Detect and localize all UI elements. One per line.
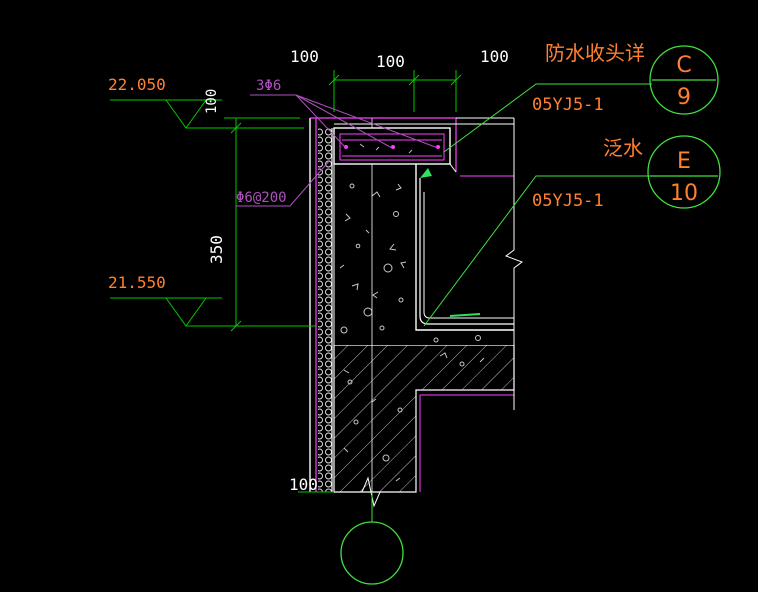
bubble-number-2: 10	[670, 181, 698, 206]
flashing-green	[420, 168, 432, 178]
callout-title-1: 防水收头详	[545, 41, 645, 65]
inner-plaster-line	[419, 178, 514, 325]
rebar-leaders	[236, 94, 439, 207]
detail-bubble-1	[649, 45, 719, 115]
rebar-dot-1	[344, 145, 348, 149]
coping	[310, 117, 514, 317]
cap-drip	[449, 163, 457, 173]
dim-bottom: 100	[289, 475, 318, 494]
flashing-strip	[449, 313, 481, 317]
elevation-lower: 21.550	[108, 273, 166, 292]
rebar-bars-label: 3Φ6	[256, 78, 281, 94]
insulation-layer	[318, 128, 332, 492]
concrete-speckle	[339, 183, 485, 482]
bubble-letter-2: E	[677, 149, 691, 174]
callout-title-2: 泛水	[603, 136, 643, 160]
dimensions	[110, 70, 462, 493]
rebar-stirrups-label: Φ6@200	[236, 190, 287, 206]
dim-top-left: 100	[290, 47, 319, 66]
lower-wall-hatched	[333, 344, 515, 493]
coping-beam-inner	[339, 133, 445, 161]
bubble-letter-1: C	[676, 53, 691, 78]
axis-bubble	[340, 521, 404, 585]
structure	[309, 118, 515, 493]
callout-ref-1: 05YJ5-1	[532, 95, 604, 115]
callout-ref-2: 05YJ5-1	[532, 191, 604, 211]
detail-bubble-2	[647, 135, 721, 209]
rebar-dot-2	[391, 145, 395, 149]
callout-leaders	[423, 83, 652, 327]
break-line-bottom	[340, 476, 416, 508]
dim-top-right: 100	[480, 47, 509, 66]
elevation-upper: 22.050	[108, 75, 166, 94]
inner-plaster-line-2	[423, 192, 514, 319]
break-line-right	[504, 118, 524, 410]
dim-top-mid: 100	[376, 52, 405, 71]
parapet-concrete	[334, 163, 514, 345]
bubble-number-1: 9	[677, 85, 691, 110]
dim-vertical-main: 350	[207, 235, 226, 264]
dim-vertical-top: 100	[204, 89, 220, 114]
